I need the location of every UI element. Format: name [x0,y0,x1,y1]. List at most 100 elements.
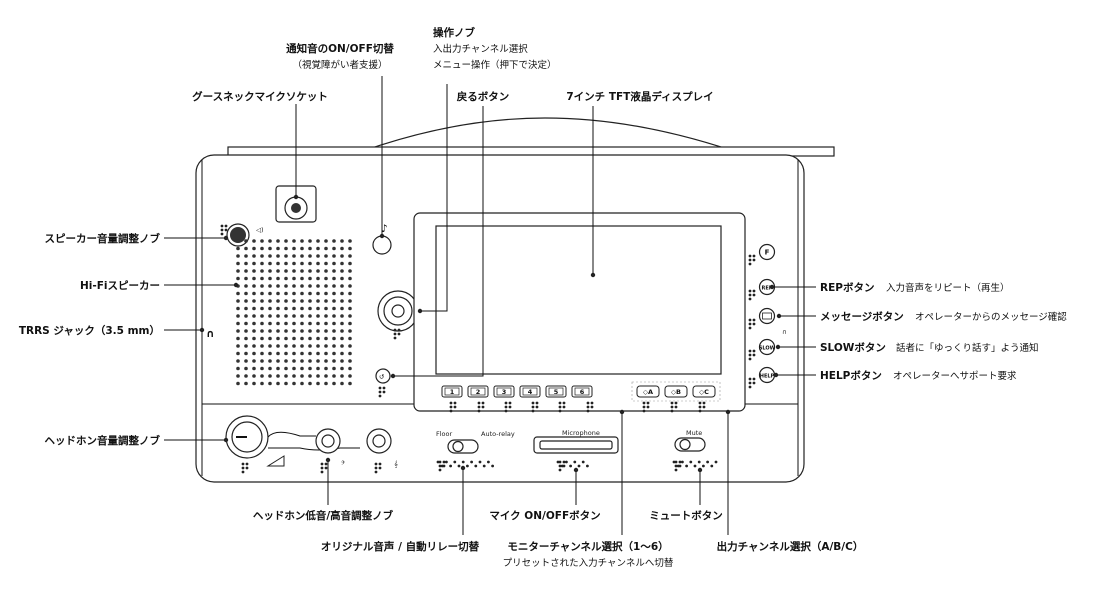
speaker-symbol-icon: ◁) [256,226,264,234]
callout-trrs-jack: TRRS ジャック（3.5 mm） [19,324,160,337]
braille-cell [670,401,678,413]
callout-title: メッセージボタン [820,310,904,323]
braille-cell [378,386,386,398]
slow-button[interactable]: SLOW [759,338,776,356]
callout-sub: （視覚障がい者支援） [292,59,387,71]
callout-title: SLOWボタン [820,341,886,354]
output-button-B[interactable]: ◇B [664,385,688,398]
output-button-A[interactable]: ◇A [636,385,660,398]
headphone-icon: ∩ [782,328,787,336]
callout-title: Hi-Fiスピーカー [80,280,160,292]
f-button[interactable]: F [758,243,776,261]
braille-cell [748,377,756,389]
braille-cell [748,289,756,301]
output-button-C[interactable]: ◇C [692,385,716,398]
callout-title: モニターチャンネル選択（1～6） [507,540,668,553]
channel-button-label: 6 [580,388,585,396]
braille-cell [748,254,756,266]
braille-cell [558,460,566,472]
callout-help-button: HELPボタン オペレーターへサポート要求 [820,369,1017,382]
channel-button-label: 4 [528,388,533,396]
callout-title: REPボタン [820,281,874,294]
channel-button-label: 2 [476,388,481,396]
help-button-label: HELP [760,374,775,380]
channel-button-2[interactable]: 2 [467,385,489,398]
braille-cell [374,462,382,474]
callout-monitor-select: モニターチャンネル選択（1～6） プリセットされた入力チャンネルへ切替 [503,540,674,569]
callout-message-button: メッセージボタン オペレーターからのメッセージ確認 [820,310,1067,323]
braille-cell [449,401,457,413]
callout-tone-knobs: ヘッドホン低音/高音調整ノブ [253,509,394,522]
braille-row [672,460,718,468]
operation-knob[interactable] [377,290,419,332]
callout-speaker-volume: スピーカー音量調整ノブ [45,232,161,245]
microphone-button[interactable]: Microphone [533,429,619,454]
braille-cell [393,328,401,340]
callout-title: スピーカー音量調整ノブ [45,232,161,245]
callout-title: ミュートボタン [649,509,723,522]
message-button[interactable] [758,307,776,325]
mute-label: Mute [686,429,702,437]
output-button-label: ◇B [671,388,681,396]
callout-notify-toggle: 通知音のON/OFF切替 （視覚障がい者支援） [286,42,394,71]
channel-button-1[interactable]: 1 [441,385,463,398]
callout-mute-button: ミュートボタン [649,509,723,522]
bass-knob[interactable]: 𝄢 [315,428,345,468]
switch-left-label: Floor [436,430,452,438]
callout-operation-knob: 操作ノブ 入出力チャンネル選択 メニュー操作（押下で決定） [433,26,557,71]
braille-cell [698,401,706,413]
mic-label: Microphone [562,429,600,437]
relay-switch[interactable]: Floor Auto-relay [436,430,515,454]
callout-title: マイク ON/OFFボタン [489,509,600,522]
back-button[interactable]: ↺ [375,368,391,384]
callout-slow-button: SLOWボタン 話者に「ゆっくり話す」よう通知 [820,341,1039,354]
channel-button-4[interactable]: 4 [519,385,541,398]
output-channel-buttons: ◇A ◇B ◇C [631,381,721,402]
help-button[interactable]: HELP [758,366,776,384]
callout-sub: メニュー操作（押下で決定） [433,59,557,71]
callout-title: 戻るボタン [456,90,510,103]
leader-endpoints [199,194,782,473]
music-note-icon: ♪ [381,223,388,235]
channel-button-label: 1 [450,388,455,396]
callout-rep-button: REPボタン 入力音声をリピート（再生） [820,281,1010,294]
callout-sub: 入力音声をリピート（再生） [886,282,1010,294]
speaker-volume-knob[interactable]: ◁) [226,223,264,247]
channel-button-label: 3 [502,388,507,396]
callout-sub: プリセットされた入力チャンネルへ切替 [503,557,674,569]
braille-cell [477,401,485,413]
treble-knob[interactable]: 𝄞 [366,428,398,468]
callout-title: ヘッドホン音量調整ノブ [45,434,161,447]
callout-sub: 入出力チャンネル選択 [433,43,528,55]
callout-title: グースネックマイクソケット [192,90,328,103]
trrs-jack[interactable]: ∩ [206,328,215,340]
headphone-volume-knob[interactable] [225,415,360,467]
slow-button-label: SLOW [759,346,776,352]
rep-button[interactable]: REP [758,278,776,296]
bass-clef-icon: 𝄢 [341,460,345,468]
mute-button[interactable]: Mute [674,429,706,452]
hifi-speaker-grille [236,239,352,386]
braille-cell [642,401,650,413]
callout-title: 通知音のON/OFF切替 [286,42,394,55]
switch-right-label: Auto-relay [481,430,515,438]
volume-ramp-icon [266,455,285,467]
callout-headphone-volume: ヘッドホン音量調整ノブ [45,434,161,447]
callout-hifi-speaker: Hi-Fiスピーカー [80,280,160,292]
callout-title: HELPボタン [820,369,882,382]
tft-display [413,212,746,412]
callout-sub: オペレーターへサポート要求 [893,370,1017,382]
braille-markings [220,224,756,474]
braille-cell [320,462,328,474]
back-arrow-icon: ↺ [379,373,384,381]
braille-cell [504,401,512,413]
channel-button-6[interactable]: 6 [571,385,593,398]
callout-title: ヘッドホン低音/高音調整ノブ [253,509,394,522]
callout-title: 操作ノブ [433,26,475,39]
braille-cell [748,318,756,330]
f-button-label: F [765,249,770,257]
leader-lines [164,76,816,535]
channel-button-3[interactable]: 3 [493,385,515,398]
braille-cell [241,462,249,474]
channel-button-5[interactable]: 5 [545,385,567,398]
